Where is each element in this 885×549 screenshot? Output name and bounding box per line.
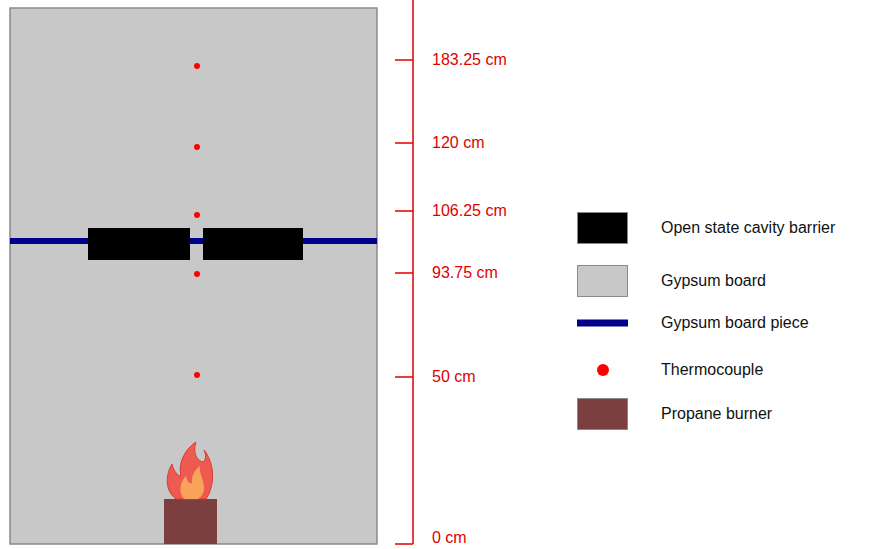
legend-line-sample — [577, 320, 628, 327]
gypsum-board — [10, 8, 377, 544]
legend-label: Gypsum board piece — [661, 314, 809, 332]
legend-label: Thermocouple — [661, 361, 763, 379]
height-label: 0 cm — [432, 529, 467, 547]
legend-label: Propane burner — [661, 405, 772, 423]
legend-swatch — [577, 265, 628, 297]
thermocouples — [194, 63, 200, 378]
legend-label: Open state cavity barrier — [661, 219, 835, 237]
legend-label: Gypsum board — [661, 272, 766, 290]
legend-swatch — [577, 398, 628, 430]
height-scale — [395, 0, 413, 544]
height-label: 50 cm — [432, 368, 476, 386]
flame — [167, 442, 212, 499]
cavity-barrier — [203, 228, 303, 260]
flame-core — [180, 466, 204, 499]
height-label: 120 cm — [432, 134, 484, 152]
cavity-barrier — [88, 228, 190, 260]
height-label: 183.25 cm — [432, 51, 507, 69]
legend-dot-sample — [597, 364, 609, 376]
height-label: 106.25 cm — [432, 202, 507, 220]
height-label: 93.75 cm — [432, 264, 498, 282]
legend-swatch — [577, 212, 628, 244]
gypsum-board-piece — [10, 238, 377, 244]
propane-burner — [164, 499, 217, 544]
